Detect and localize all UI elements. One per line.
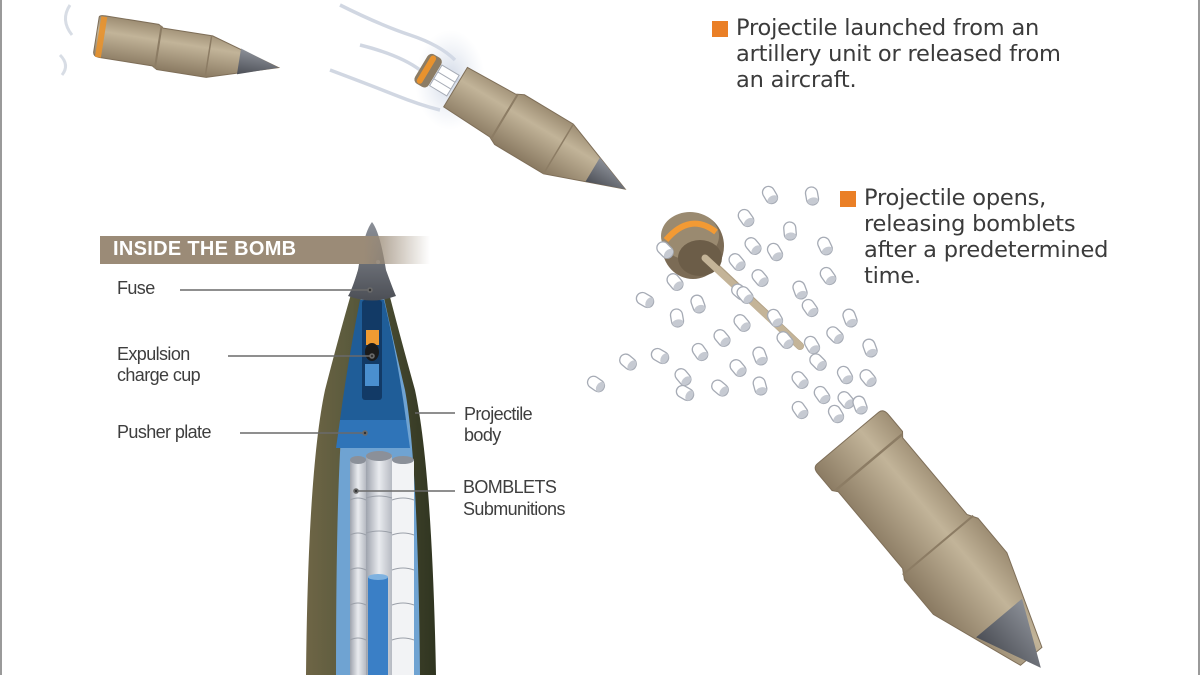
label-bomblets: BOMBLETS	[463, 477, 557, 497]
step-opens-text: Projectile opens, releasing bomblets aft…	[840, 185, 1194, 289]
inside-the-bomb-header: INSIDE THE BOMB	[100, 236, 430, 264]
step2-line4: time.	[864, 263, 921, 289]
step2-line3: after a predetermined	[864, 237, 1109, 263]
step1-line1: Projectile launched from an	[736, 15, 1040, 41]
frame-left-border	[0, 0, 2, 675]
label-submunitions: Submunitions	[463, 499, 565, 519]
step-launched-text: Projectile launched from an artillery un…	[712, 15, 1176, 93]
projectile-open-body	[814, 410, 1043, 668]
bomblet-stack	[349, 451, 415, 675]
header-title: INSIDE THE BOMB	[113, 238, 297, 260]
label-pusher-plate: Pusher plate	[117, 422, 211, 442]
cutaway-projectile	[306, 222, 436, 675]
step1-line3: an aircraft.	[736, 67, 857, 93]
label-projectile-body-2: body	[464, 425, 501, 445]
frame-right-border	[1198, 0, 1200, 675]
step2-line2: releasing bomblets	[864, 211, 1076, 237]
orange-bullet-icon	[840, 191, 856, 207]
smoke-trail-1	[58, 4, 74, 76]
label-expulsion-2: charge cup	[117, 365, 201, 385]
label-projectile-body-1: Projectile	[464, 404, 533, 424]
orange-bullet-icon	[712, 21, 728, 37]
projectile-separating	[414, 53, 627, 190]
projectile-launched	[93, 15, 281, 78]
step2-line1: Projectile opens,	[864, 185, 1047, 211]
leader-lines	[180, 287, 455, 494]
bomblets-cloud	[584, 183, 880, 426]
label-fuse: Fuse	[117, 278, 155, 298]
step1-line2: artillery unit or released from	[736, 41, 1061, 67]
label-expulsion-1: Expulsion	[117, 344, 190, 364]
